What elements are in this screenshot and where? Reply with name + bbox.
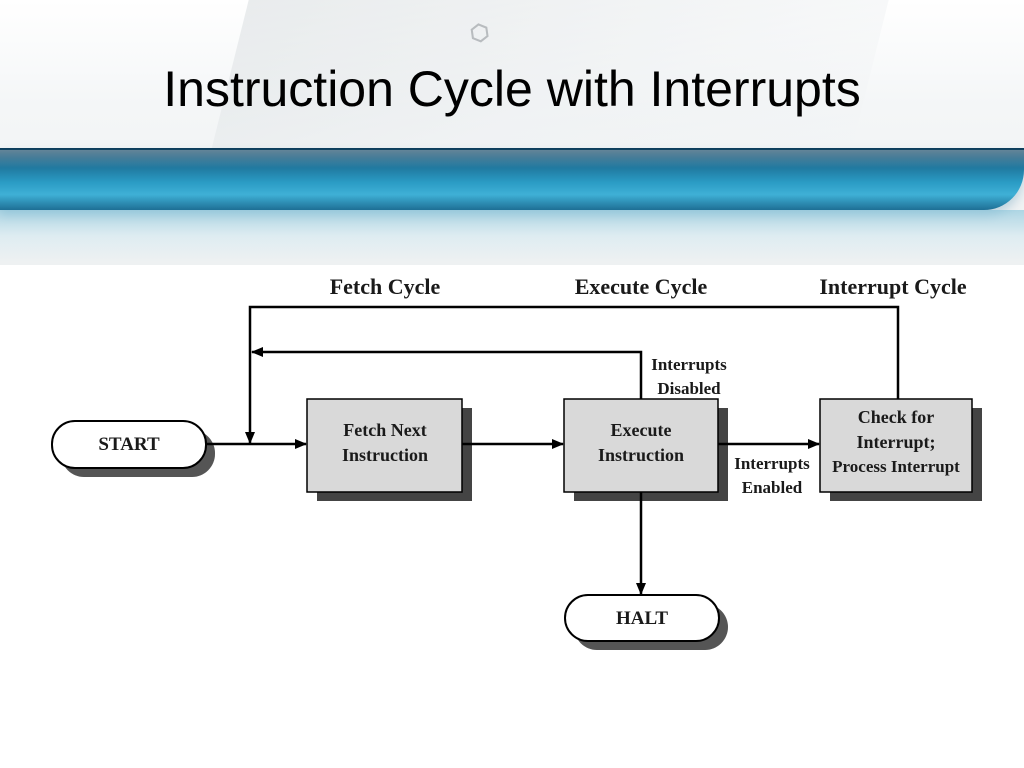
interrupts-disabled-label-line-2: Disabled: [657, 379, 721, 398]
interrupt-node: [819, 398, 973, 493]
interrupts-enabled-label-line-1: Interrupts: [734, 454, 810, 473]
interrupt-label-line-3: Process Interrupt: [832, 457, 960, 476]
interrupts-enabled-label-line-2: Enabled: [742, 478, 803, 497]
halt-label: HALT: [616, 608, 668, 629]
fetch-cycle-header: Fetch Cycle: [330, 274, 441, 299]
execute-label-line-1: Execute: [611, 420, 672, 440]
execute-cycle-header: Execute Cycle: [575, 274, 708, 299]
fetch-label-line-1: Fetch Next: [343, 420, 426, 440]
interrupts-disabled-loop: [251, 347, 643, 400]
header-band-gloss: [0, 150, 1024, 168]
interrupt-label-line-1: Check for: [858, 407, 934, 427]
halt-node: [564, 594, 720, 642]
start-label: START: [98, 434, 160, 455]
fetch-label-line-2: Instruction: [342, 445, 428, 465]
execute-node: [563, 398, 719, 493]
header-band: [0, 148, 1024, 210]
slide-title: Instruction Cycle with Interrupts: [163, 61, 861, 117]
interrupt-label-line-2: Interrupt;: [857, 432, 936, 452]
execute-label-line-2: Instruction: [598, 445, 684, 465]
interrupt-return-loop: [245, 305, 900, 444]
interrupts-disabled-label-line-1: Interrupts: [651, 355, 727, 374]
header-band-reflection: [0, 210, 1024, 262]
fetch-node: [306, 398, 463, 493]
interrupt-cycle-header: Interrupt Cycle: [819, 274, 966, 299]
